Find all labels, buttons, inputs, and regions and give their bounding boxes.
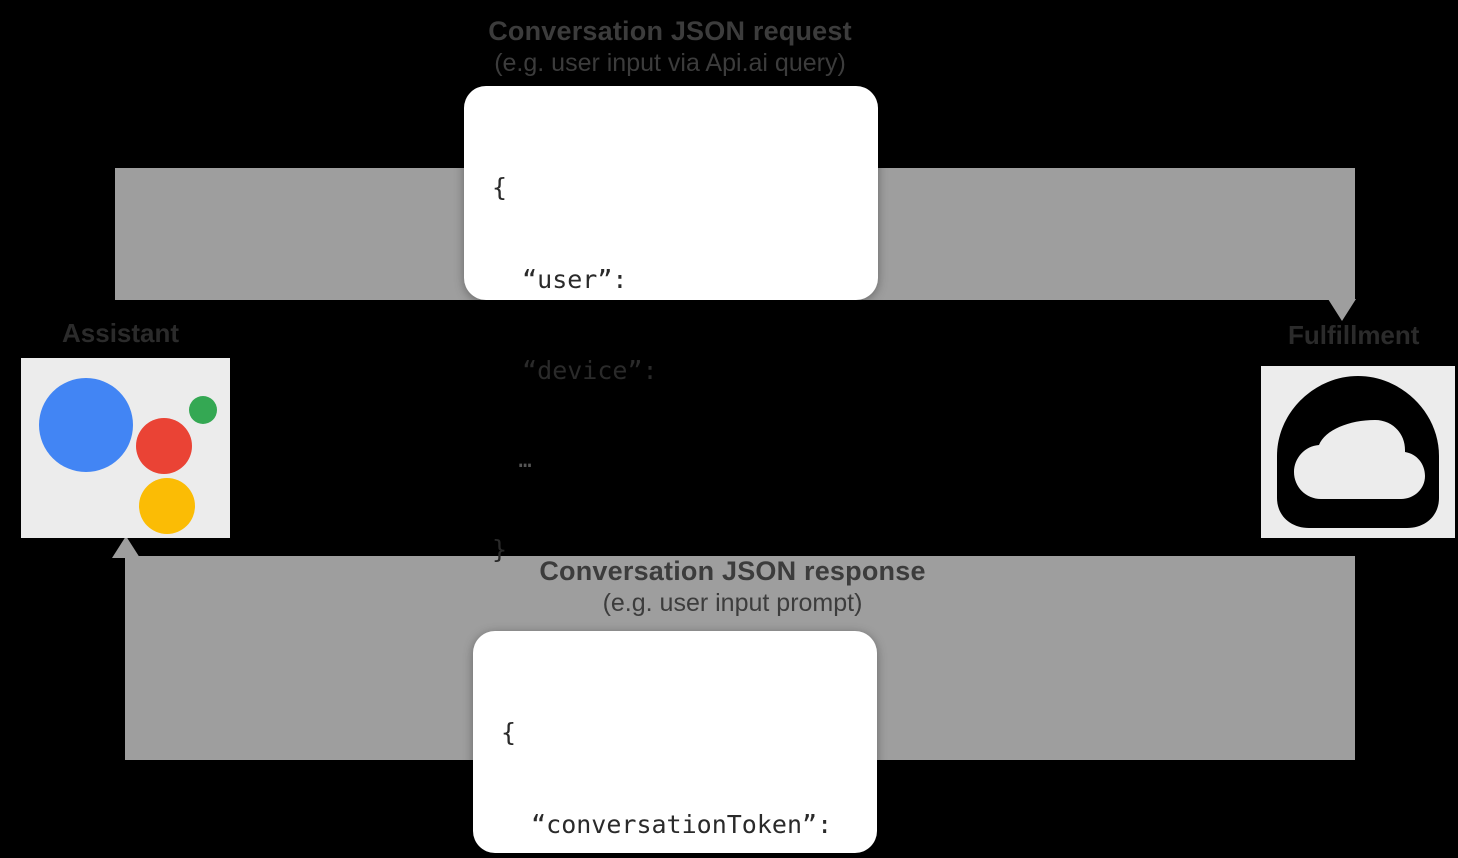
response-arrow-head-icon bbox=[112, 536, 140, 558]
google-cloud-icon bbox=[1261, 366, 1455, 538]
request-json-key-user: “user”: bbox=[522, 264, 628, 294]
fulfillment-endpoint-label: Fulfillment bbox=[1288, 320, 1420, 350]
assistant-endpoint-label: Assistant bbox=[62, 318, 180, 348]
request-flow-title: Conversation JSON request bbox=[488, 16, 852, 46]
assistant-yellow-dot-icon bbox=[139, 478, 195, 534]
request-arrow-head-icon bbox=[1328, 299, 1356, 321]
cloud-mark-icon bbox=[1277, 376, 1439, 528]
assistant-blue-dot-icon bbox=[39, 378, 133, 472]
response-json-open-brace: { bbox=[501, 718, 517, 747]
request-json-card: { “user”: “device”: … } bbox=[464, 86, 878, 564]
request-json-key-device: “device”: bbox=[522, 356, 658, 385]
assistant-red-dot-icon bbox=[136, 418, 192, 474]
request-flow-subtitle: (e.g. user input via Api.ai query) bbox=[494, 49, 846, 78]
response-flow-label: Conversation JSON response (e.g. user in… bbox=[110, 556, 1355, 618]
request-json-close-brace: } bbox=[492, 535, 508, 565]
response-flow-subtitle: (e.g. user input prompt) bbox=[602, 589, 863, 618]
request-flow-label: Conversation JSON request (e.g. user inp… bbox=[0, 16, 1340, 78]
assistant-green-dot-icon bbox=[189, 396, 217, 424]
request-json-open-brace: { bbox=[492, 173, 508, 202]
response-json-key-conversation-token: “conversationToken”: bbox=[531, 809, 833, 839]
google-assistant-icon bbox=[21, 358, 230, 538]
response-json-card: { “conversationToken”: “userStorage”: … … bbox=[473, 631, 877, 853]
request-json-ellipsis: … bbox=[518, 447, 532, 473]
response-flow-title: Conversation JSON response bbox=[539, 556, 926, 586]
